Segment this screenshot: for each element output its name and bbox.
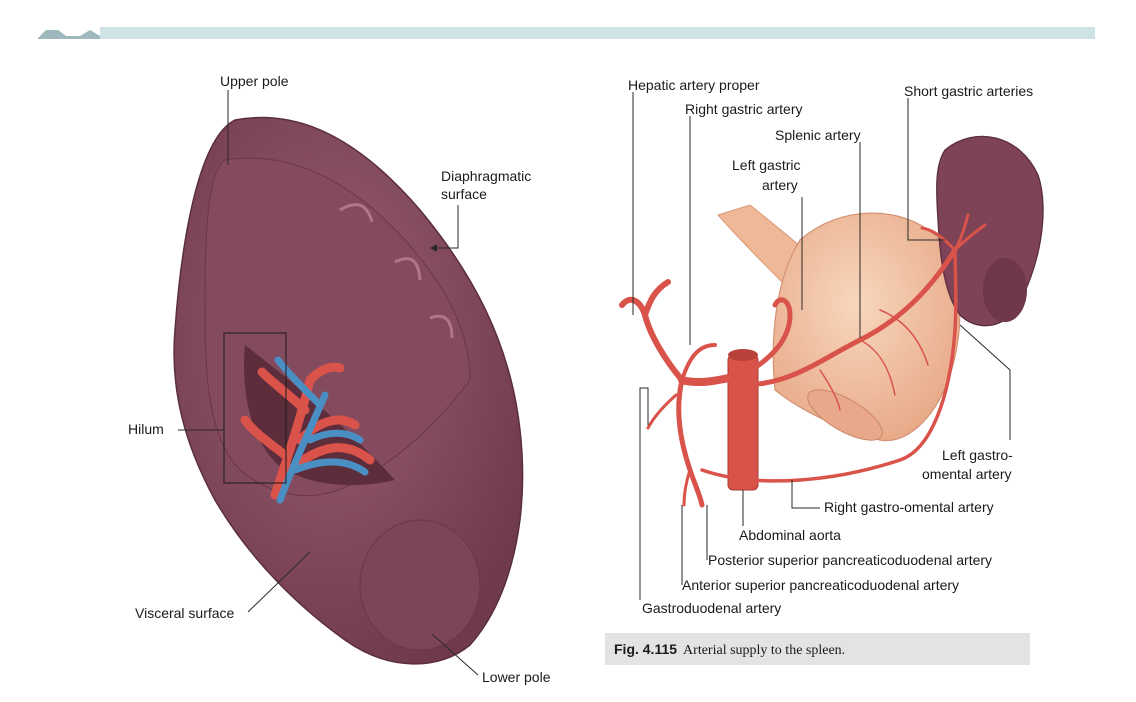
figure-caption: Fig. 4.115 Arterial supply to the spleen. [614,641,845,659]
label-left-gastro-omental-line1: Left gastro- [942,447,1013,463]
label-hilum: Hilum [128,421,164,437]
label-diaphragmatic-line1: Diaphragmatic [441,168,531,184]
stomach [772,212,961,442]
label-upper-pole: Upper pole [220,73,289,89]
leader-diaphragmatic [437,205,459,249]
celiac-trunk [678,371,747,387]
lower-pole-impression [359,519,481,651]
caption-bar [605,633,1030,665]
gastroduodenal-artery [676,377,705,508]
right-gastric [680,343,717,382]
short-gastric-branches [920,213,987,252]
left-gastric [740,297,793,378]
header-logo-mark [38,30,100,39]
aorta-top [728,349,758,361]
leader-diaphragmatic-arrow [430,244,437,252]
hilum-bracket [223,332,287,484]
label-visceral-surface: Visceral surface [135,605,235,621]
label-short-gastric-arteries: Short gastric arteries [904,83,1033,99]
label-hepatic-artery-proper: Hepatic artery proper [628,77,760,93]
label-posterior-superior: Posterior superior pancreaticoduodenal a… [708,552,992,568]
label-right-gastro-omental: Right gastro-omental artery [824,499,994,515]
leader-lower-pole [431,633,479,676]
caption-fig-number: Fig. 4.115 [614,641,678,657]
label-right-gastric-artery: Right gastric artery [685,101,802,117]
label-gastroduodenal: Gastroduodenal artery [642,600,781,616]
label-left-gastric-line1: Left gastric [732,157,800,173]
label-anterior-superior: Anterior superior pancreaticoduodenal ar… [682,577,959,593]
label-diaphragmatic-line2: surface [441,186,487,202]
label-left-gastric-line2: artery [762,177,798,193]
arterial-illustration [619,135,1044,508]
hilum-vessels [240,356,375,504]
label-left-gastro-omental-line2: omental artery [922,466,1011,482]
stomach-surface-vessels [819,309,929,411]
label-lower-pole: Lower pole [482,669,551,685]
hepatic-artery [619,279,685,383]
spleen-illustration [173,116,524,665]
stomach-cut-end [807,389,883,441]
gastro-omental-arc [700,248,958,483]
caption-text: Arterial supply to the spleen. [683,643,846,658]
pancreaticoduodenal-branches [646,393,692,507]
spleen-small-pole [983,258,1027,322]
label-splenic-artery: Splenic artery [775,127,861,143]
diaphragmatic-notches [339,203,454,339]
leader-short-gastric [907,98,945,241]
leader-left-gastro-omental [959,324,1011,440]
leader-right-gastro-omental [791,480,820,509]
leader-gastroduodenal [639,387,649,600]
leader-visceral-surface [247,551,311,613]
label-abdominal-aorta: Abdominal aorta [739,527,841,543]
header-bar [100,27,1095,39]
